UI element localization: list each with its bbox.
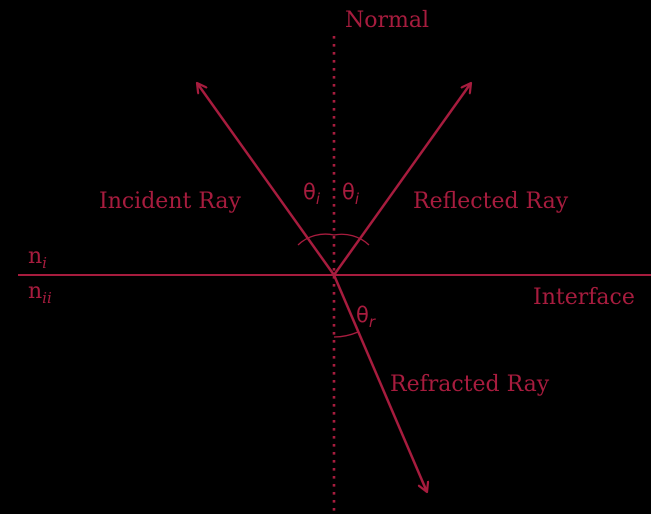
normal-label: Normal: [345, 8, 429, 33]
lower-medium-label: nii: [28, 279, 52, 307]
incident-angle-arc: [297, 233, 335, 246]
reflected-angle-arc: [333, 233, 370, 246]
upper-medium-label: ni: [28, 244, 47, 272]
incident-angle-label: θi: [303, 180, 321, 208]
reflected-ray-label: Reflected Ray: [413, 189, 569, 214]
incident-ray: [197, 83, 336, 276]
refracted-ray-label: Refracted Ray: [390, 372, 550, 397]
refracted-angle-arc: [333, 331, 359, 338]
reflected-angle-label: θi: [342, 180, 360, 208]
refracted-ray: [332, 274, 427, 492]
refracted-angle-label: θr: [356, 303, 376, 331]
interface-label: Interface: [533, 285, 635, 310]
reflected-ray: [332, 83, 471, 276]
incident-ray-label: Incident Ray: [99, 189, 242, 214]
